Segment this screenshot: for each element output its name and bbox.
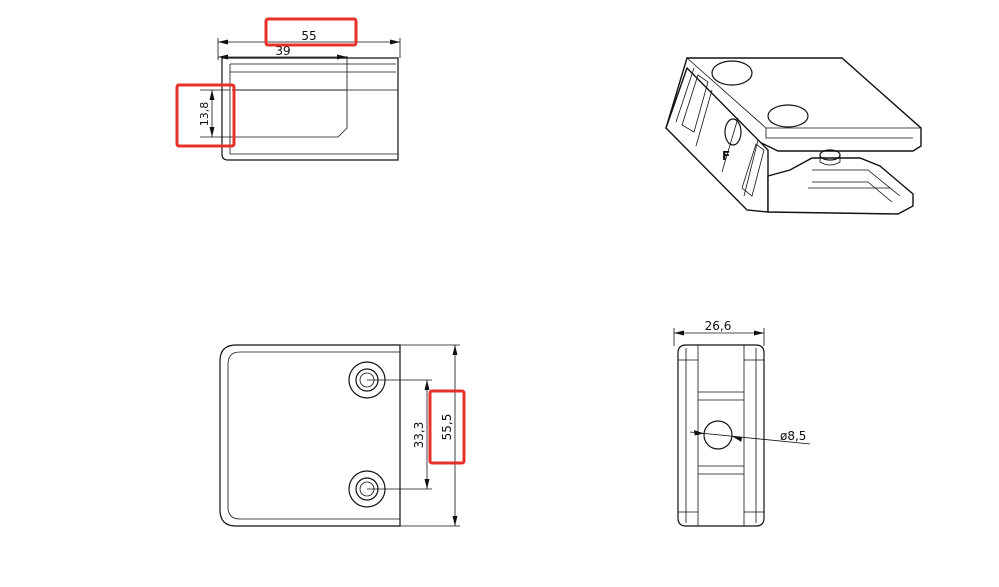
- highlight-dim-55-5: [428, 389, 466, 465]
- hole-side: [703, 420, 733, 450]
- iso-mark: F: [722, 149, 730, 163]
- hole-top-1: [711, 60, 753, 86]
- dim-55-5-label: 55,5: [440, 414, 454, 441]
- dim-33-3-label: 33,3: [412, 422, 426, 449]
- highlight-dim-55: [264, 17, 358, 47]
- dim-26-6-label: 26,6: [705, 319, 732, 333]
- dim-39-label: 39: [275, 44, 290, 58]
- isometric-view: F: [665, 57, 922, 215]
- hole-front: [724, 118, 742, 146]
- hole-top-2: [767, 104, 809, 128]
- front-view: 33,3 55,5: [219, 344, 466, 527]
- top-view: 55 39 13,8: [175, 17, 401, 161]
- side-view: 26,6 ø8,5: [673, 319, 811, 527]
- highlight-dim-13-8: [175, 83, 236, 148]
- dim-55-label: 55: [301, 29, 316, 43]
- dim-13-8-label: 13,8: [198, 102, 211, 127]
- dim-diameter-label: ø8,5: [780, 429, 806, 443]
